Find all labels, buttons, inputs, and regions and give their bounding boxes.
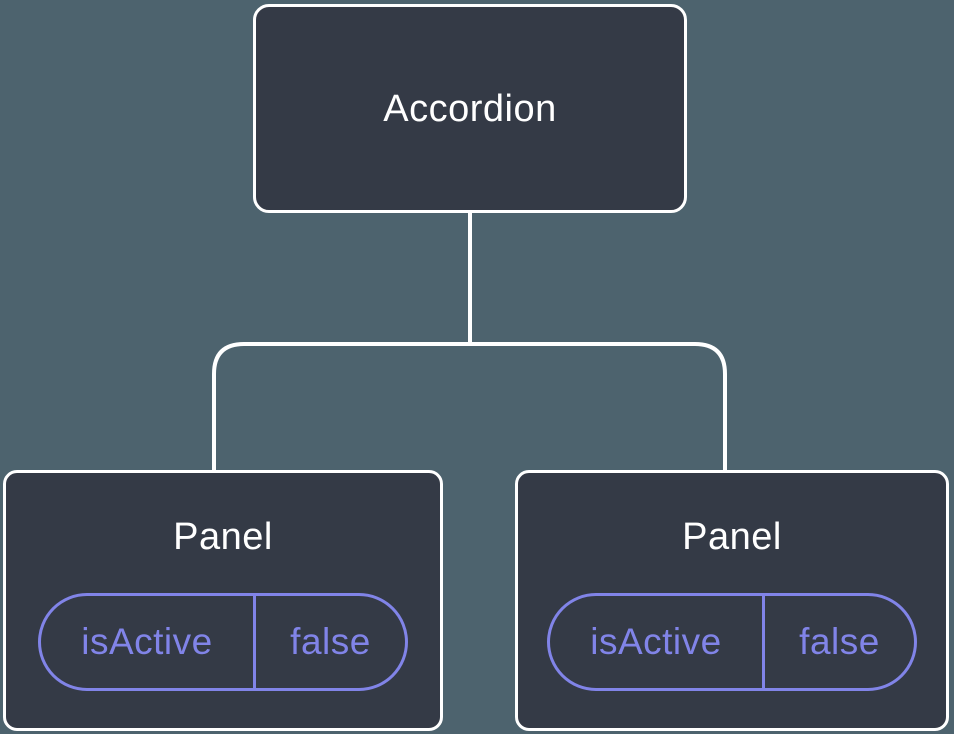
state-pill: isActive false — [38, 593, 408, 691]
state-pill: isActive false — [547, 593, 917, 691]
state-value: false — [799, 621, 880, 662]
tree-node-panel-1: Panel isActive false — [3, 470, 443, 731]
tree-node-panel-2: Panel isActive false — [515, 470, 949, 731]
tree-node-accordion: Accordion — [253, 4, 687, 213]
node-label: Accordion — [383, 87, 557, 130]
state-value: false — [290, 621, 371, 662]
node-label: Panel — [682, 516, 782, 558]
node-label: Panel — [173, 516, 273, 558]
state-name: isActive — [41, 596, 256, 688]
connector-branch-bracket — [212, 342, 727, 471]
state-name: isActive — [550, 596, 765, 688]
